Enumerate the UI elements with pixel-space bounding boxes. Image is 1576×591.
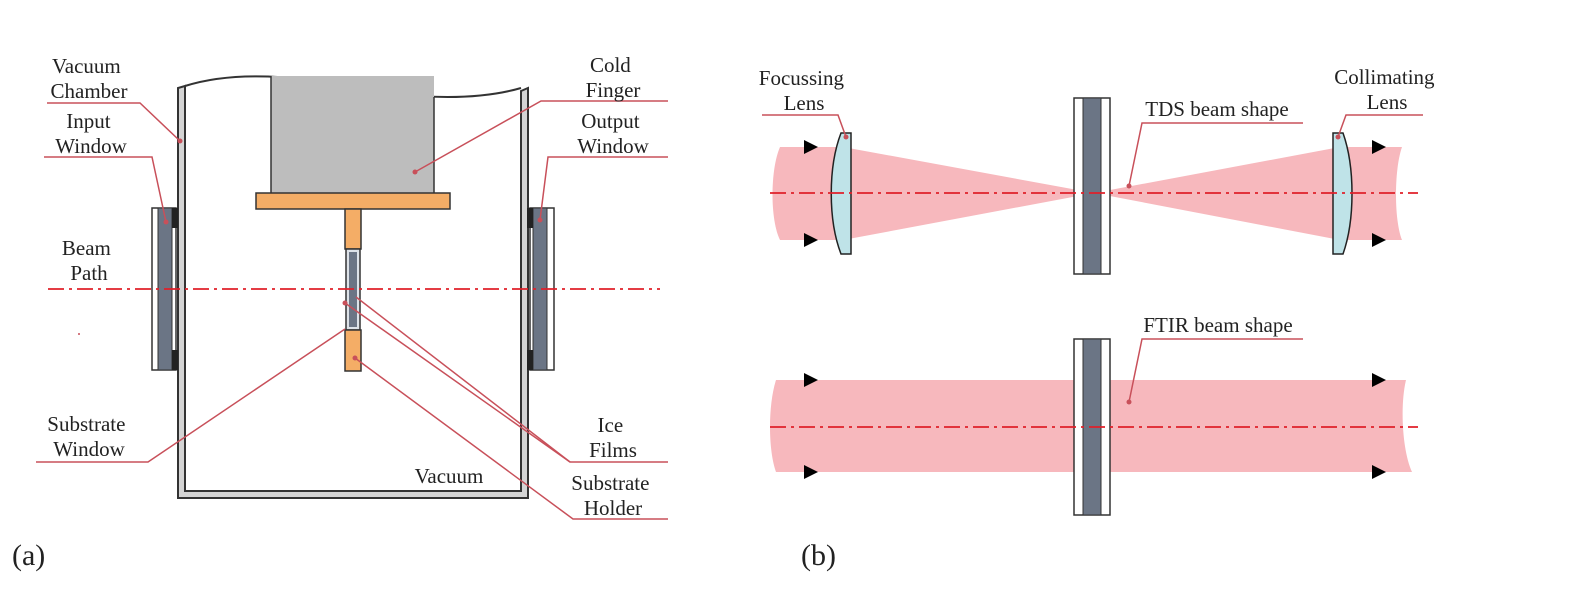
label-output-window: Output Window — [577, 109, 649, 158]
caption-b: (b) — [801, 539, 836, 572]
vacuum-chamber-wall — [177, 84, 529, 499]
label-ice-films-line1: Ice — [598, 413, 624, 437]
label-focussing-lens: Focussing Lens — [759, 66, 849, 115]
label-focussing-lens-line2: Lens — [784, 91, 825, 115]
panel-a: Vacuum Chamber Input Window Beam Path Su… — [12, 53, 668, 572]
label-beam-path: Beam Path — [62, 236, 116, 285]
label-ftir-beam-shape: FTIR beam shape — [1143, 313, 1292, 337]
label-input-window-line1: Input — [66, 109, 110, 133]
panel-b: Focussing Lens Collimating Lens TDS beam… — [759, 65, 1440, 572]
label-vacuum-chamber: Vacuum Chamber — [51, 54, 128, 103]
label-cold-finger-line2: Finger — [586, 78, 641, 102]
label-ice-films: Ice Films — [589, 413, 637, 462]
tds-arrows — [804, 140, 1386, 247]
label-substrate-window: Substrate Window — [47, 412, 130, 461]
label-beam-path-line1: Beam — [62, 236, 111, 260]
holder-plate — [255, 192, 451, 210]
label-vacuum-chamber-line2: Chamber — [51, 79, 128, 103]
leader-lines-a — [36, 100, 668, 520]
arrow-icon — [1372, 373, 1386, 387]
ftir-arrows — [804, 373, 1386, 479]
arrow-icon — [804, 373, 818, 387]
caption-a: (a) — [12, 539, 45, 572]
label-beam-path-line2: Path — [70, 261, 108, 285]
leader-lines-b — [762, 114, 1423, 403]
label-collimating-lens-line1: Collimating — [1334, 65, 1435, 89]
label-tds-beam-shape: TDS beam shape — [1145, 97, 1288, 121]
cold-finger — [271, 76, 434, 193]
label-input-window: Input Window — [55, 109, 127, 158]
arrow-icon — [804, 140, 818, 154]
holder-stem — [344, 208, 362, 250]
label-substrate-holder-line1: Substrate — [571, 471, 649, 495]
label-output-window-line1: Output — [581, 109, 640, 133]
label-substrate-window-line1: Substrate — [47, 412, 125, 436]
label-substrate-holder-line2: Holder — [584, 496, 642, 520]
label-substrate-holder: Substrate Holder — [571, 471, 654, 520]
label-focussing-lens-line1: Focussing — [759, 66, 845, 90]
label-output-window-line2: Window — [577, 134, 649, 158]
leader-dots-a — [78, 138, 543, 361]
label-vacuum: Vacuum — [415, 464, 484, 488]
tds-sample-window — [1073, 97, 1111, 275]
arrow-icon — [804, 233, 818, 247]
label-cold-finger: Cold Finger — [586, 53, 641, 102]
leader-dots-b — [843, 134, 1341, 405]
arrow-icon — [1372, 465, 1386, 479]
label-ice-films-line2: Films — [589, 438, 637, 462]
arrow-icon — [1372, 233, 1386, 247]
arrow-icon — [804, 465, 818, 479]
label-vacuum-chamber-line1: Vacuum — [52, 54, 121, 78]
label-substrate-window-line2: Window — [53, 437, 125, 461]
arrow-icon — [1372, 140, 1386, 154]
substrate-holder — [344, 329, 362, 372]
label-collimating-lens-line2: Lens — [1367, 90, 1408, 114]
label-input-window-line2: Window — [55, 134, 127, 158]
label-cold-finger-line1: Cold — [590, 53, 631, 77]
label-collimating-lens: Collimating Lens — [1334, 65, 1440, 114]
